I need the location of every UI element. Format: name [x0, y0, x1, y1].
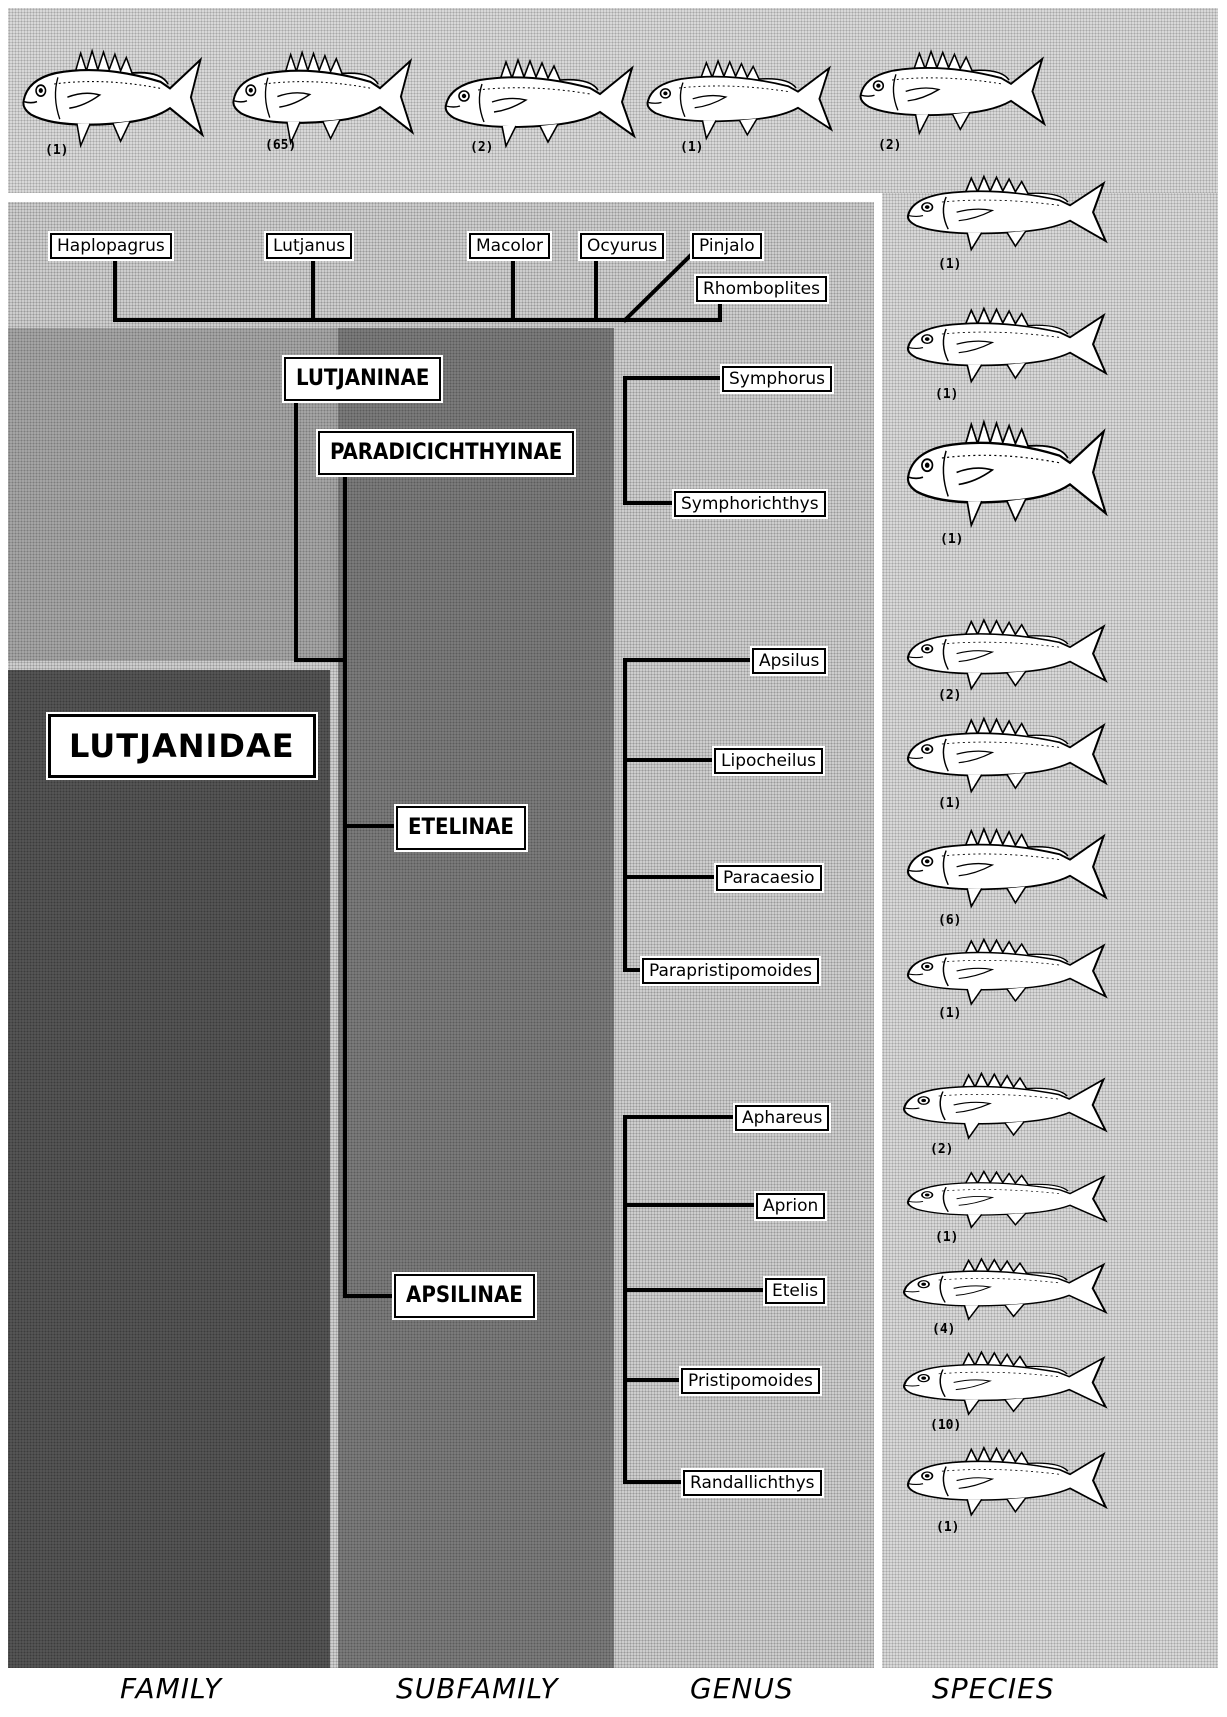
genus-macolor: Macolor	[469, 233, 550, 259]
fish-macolor-illustration	[440, 50, 640, 150]
fish-pristipomoides-illustration	[898, 1345, 1112, 1417]
genus-etelis: Etelis	[765, 1278, 825, 1304]
genus-parapristipomoides: Parapristipomoides	[642, 958, 819, 984]
subfamily-apsilinae: APSILINAE	[394, 1274, 535, 1318]
species-count-pristipomoides: (10)	[930, 1418, 961, 1433]
genus-apsilus: Apsilus	[752, 648, 826, 674]
species-count-etelis: (4)	[932, 1322, 955, 1337]
genus-randallichthys: Randallichthys	[683, 1470, 822, 1496]
fish-ocyurus-illustration	[642, 52, 837, 142]
species-count-parapristipomoides: (1)	[938, 1006, 961, 1021]
species-count-apsilus: (2)	[938, 688, 961, 703]
genus-rhomboplites: Rhomboplites	[696, 276, 827, 302]
species-count-ocyurus: (1)	[680, 140, 703, 155]
species-count-rhomboplites: (1)	[938, 257, 961, 272]
subfamily-paradicichthyinae: PARADICICHTHYINAE	[318, 431, 574, 475]
species-count-macolor: (2)	[470, 140, 493, 155]
family-label: LUTJANIDAE	[48, 714, 316, 778]
genus-pinjalo: Pinjalo	[692, 233, 762, 259]
genus-aprion: Aprion	[756, 1193, 825, 1219]
fish-lutjanus-illustration	[228, 42, 418, 147]
column-header-family: FAMILY	[120, 1672, 222, 1705]
species-count-aphareus: (2)	[930, 1142, 953, 1157]
species-count-lutjanus: (65)	[265, 138, 296, 153]
fish-parapristipomoides-illustration	[902, 932, 1112, 1007]
fish-aphareus-illustration	[898, 1066, 1112, 1141]
species-count-symphorus: (1)	[935, 387, 958, 402]
fish-symphorus-illustration	[902, 300, 1112, 385]
genus-paracaesio: Paracaesio	[716, 865, 822, 891]
genus-haplopagrus: Haplopagrus	[50, 233, 172, 259]
genus-ocyurus: Ocyurus	[580, 233, 664, 259]
column-header-subfamily: SUBFAMILY	[396, 1672, 559, 1705]
genus-symphorus: Symphorus	[722, 366, 832, 392]
fish-paracaesio-illustration	[902, 820, 1112, 910]
species-count-paracaesio: (6)	[938, 913, 961, 928]
fish-randallichthys-illustration	[902, 1440, 1112, 1518]
genus-lipocheilus: Lipocheilus	[714, 748, 823, 774]
fish-lipocheilus-illustration	[902, 710, 1112, 795]
species-count-lipocheilus: (1)	[938, 796, 961, 811]
genus-aphareus: Aphareus	[735, 1105, 829, 1131]
fish-apsilus-illustration	[902, 612, 1112, 692]
species-count-symphorichthys: (1)	[940, 532, 963, 547]
subfamily-etelinae: ETELINAE	[396, 806, 526, 850]
column-header-genus: GENUS	[690, 1672, 794, 1705]
fish-pinjalo-illustration	[855, 42, 1050, 137]
species-count-pinjalo: (2)	[878, 138, 901, 153]
genus-lutjanus: Lutjanus	[266, 233, 352, 259]
fish-rhomboplites-illustration	[902, 168, 1112, 253]
column-header-species: SPECIES	[932, 1672, 1055, 1705]
species-count-randallichthys: (1)	[936, 1520, 959, 1535]
fish-aprion-illustration	[902, 1165, 1112, 1230]
subfamily-lutjaninae: LUTJANINAE	[284, 357, 441, 401]
species-count-aprion: (1)	[935, 1230, 958, 1245]
genus-pristipomoides: Pristipomoides	[681, 1368, 820, 1394]
genus-symphorichthys: Symphorichthys	[674, 491, 826, 517]
fish-haplopagrus-illustration	[18, 40, 208, 150]
species-count-haplopagrus: (1)	[45, 143, 68, 158]
fish-etelis-illustration	[898, 1252, 1112, 1322]
fish-symphorichthys-illustration	[902, 410, 1112, 530]
